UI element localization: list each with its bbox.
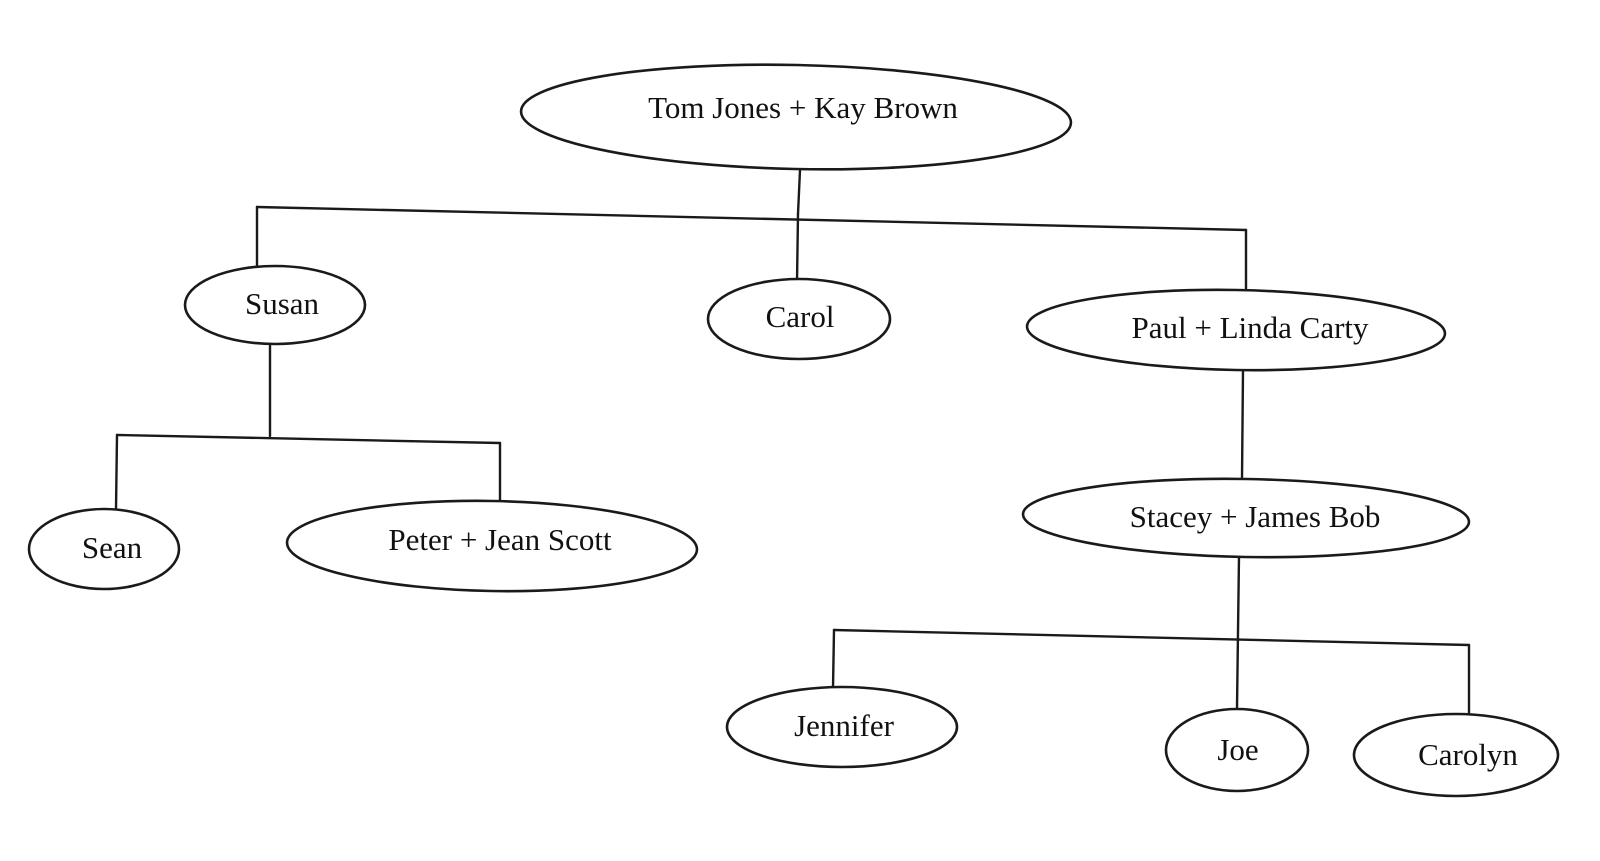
node-ellipse [183,264,367,346]
node-ellipse [27,507,181,591]
node-label: Paul + Linda Carty [1131,310,1369,345]
node-susan: Susan [183,264,367,346]
node-label: Susan [245,286,320,321]
node-ellipse [519,63,1073,171]
node-label: Carol [766,299,835,334]
connector-susan-bar [115,433,502,445]
node-label: Peter + Jean Scott [388,522,612,557]
node-ellipse [706,277,892,361]
node-sean: Sean [27,507,181,591]
connector-tom-kay-stem [796,168,802,216]
node-label: Carolyn [1418,737,1518,772]
node-ellipse [1025,288,1447,372]
node-ellipse [1164,707,1310,793]
node-peter-jean: Peter + Jean Scott [285,499,699,593]
node-paul-linda: Paul + Linda Carty [1025,288,1447,372]
node-jennifer: Jennifer [725,685,959,769]
node-carol: Carol [706,277,892,361]
node-label: Sean [82,530,143,565]
node-joe: Joe [1164,707,1310,793]
connector-to-sean [114,433,119,512]
node-label: Tom Jones + Kay Brown [648,90,958,125]
connector-to-jennifer [831,628,836,690]
node-ellipse [1021,477,1471,559]
node-label: Stacey + James Bob [1130,499,1381,534]
node-ellipse [285,499,699,593]
node-stacey-james: Stacey + James Bob [1021,477,1471,559]
node-tom-kay: Tom Jones + Kay Brown [519,63,1073,171]
node-ellipse [725,685,959,769]
connector-tom-kay-bar [255,205,1248,232]
connector-to-carol [795,212,800,284]
node-label: Jennifer [794,708,895,743]
node-carolyn: Carolyn [1352,712,1560,798]
connectors [114,168,1471,718]
connector-stacey-james-bar [832,628,1471,647]
connector-stacey-james-stem [1235,554,1241,710]
node-label: Joe [1217,732,1258,767]
node-ellipse [1352,712,1560,798]
connector-to-stacey-james [1240,368,1245,481]
